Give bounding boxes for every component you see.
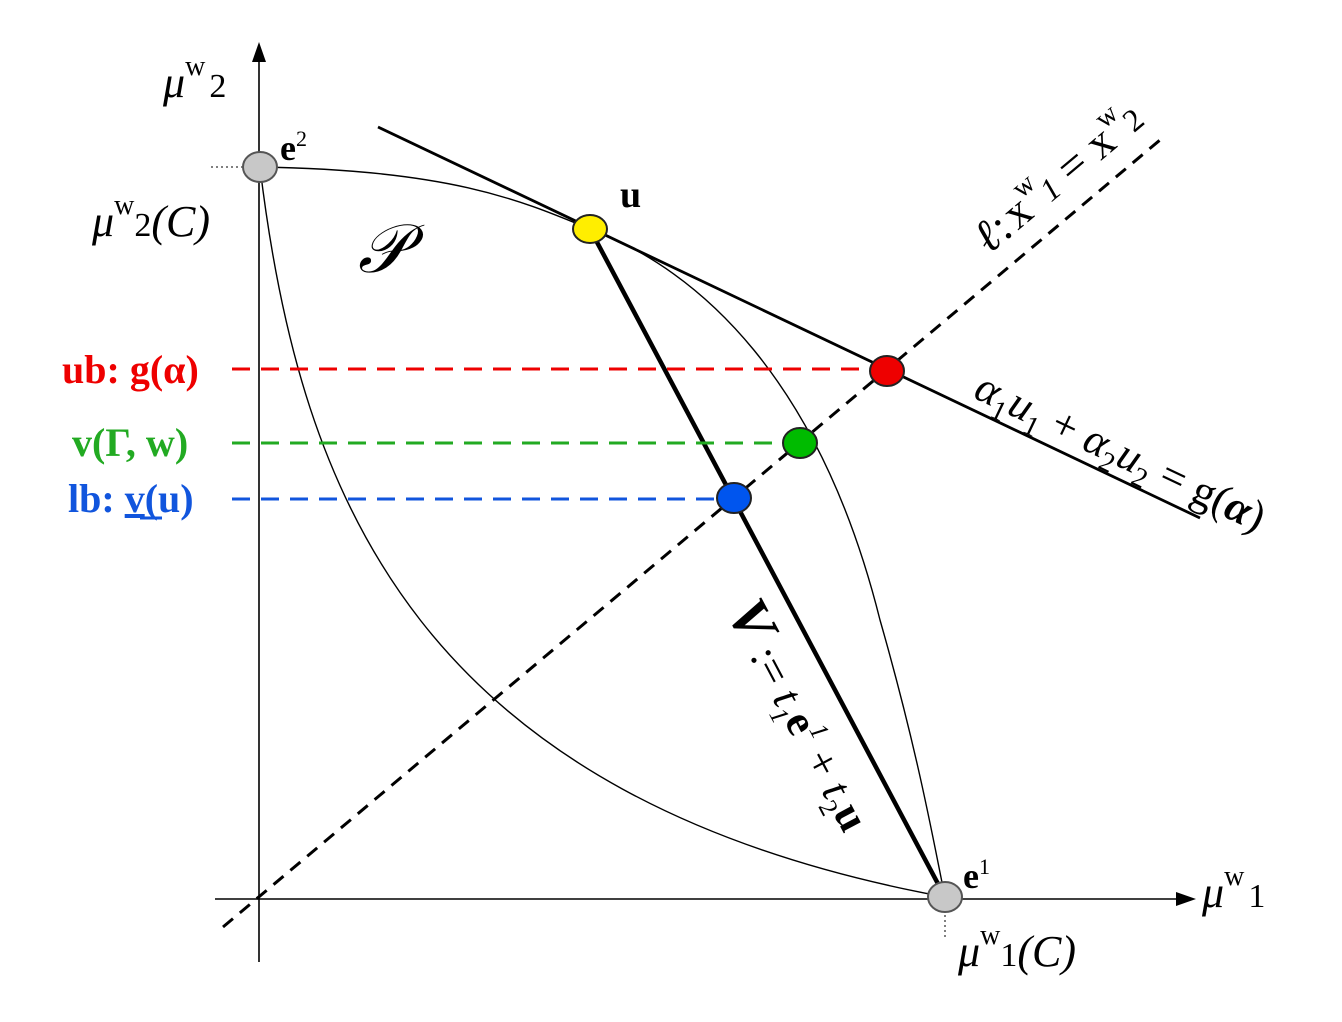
svg-text:α1u1 + α2u2 = g(α): α1u1 + α2u2 = g(α) [965, 362, 1274, 548]
lb-label: lb: v(u) [68, 476, 194, 521]
region-label: 𝒫 [358, 211, 425, 287]
x-axis-tick-label: μw1(C) [957, 920, 1076, 976]
svg-text:ℓ:xw1 = xw2: ℓ:xw1 = xw2 [960, 88, 1152, 262]
point-ub [869, 355, 905, 387]
tangent-equation: α1u1 + α2u2 = g(α) [965, 362, 1274, 548]
ub-label: ub: g(α) [62, 347, 199, 392]
region-lower-curve [259, 166, 946, 898]
y-axis-label: μw2 [162, 51, 226, 107]
label-e2: e2 [280, 126, 307, 168]
point-v [782, 427, 818, 459]
x-axis-arrowhead [1176, 892, 1196, 906]
point-u [572, 214, 608, 244]
point-e1 [927, 881, 963, 913]
y-axis-arrowhead [252, 42, 266, 62]
point-lb [716, 482, 752, 514]
x-axis-label: μw1 [1201, 861, 1265, 917]
label-u: u [620, 174, 641, 216]
pareto-outer-curve [259, 166, 946, 898]
line-l-label: ℓ:xw1 = xw2 [960, 88, 1152, 262]
tangent-line [377, 125, 1201, 520]
v-label: v(Γ, w) [72, 420, 188, 465]
y-axis-tick-label: μw2(C) [91, 190, 210, 246]
label-e1: e1 [963, 854, 990, 896]
line-l-dashed [222, 138, 1161, 929]
point-e2 [242, 151, 278, 183]
segment-v [588, 227, 947, 899]
